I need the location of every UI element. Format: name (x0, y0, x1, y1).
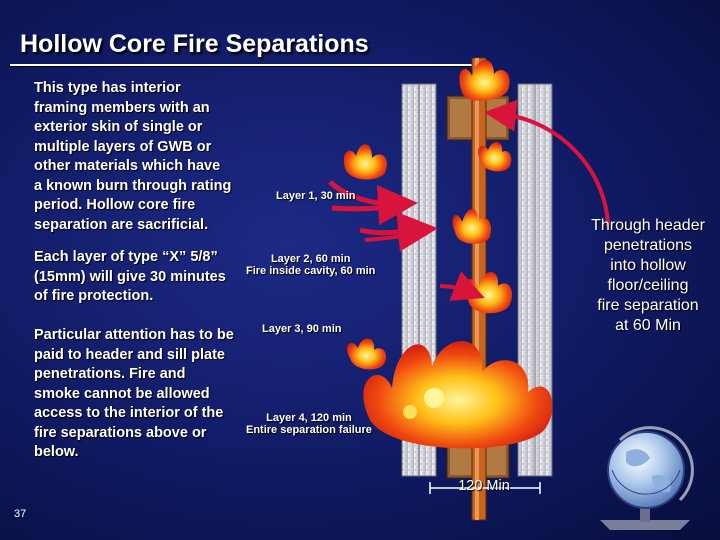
flame-icon (347, 338, 387, 370)
header-arrow-icon (484, 99, 610, 227)
title-underline (10, 64, 480, 66)
layer-paragraph: Each layer of type “X” 5/8” (15mm) will … (34, 249, 226, 304)
flame-icon (465, 272, 513, 314)
layer-4-text: Layer 4, 120 min (266, 412, 352, 424)
layer-2-label: Layer 2, 60 min Fire inside cavity, 60 m… (246, 253, 375, 277)
layer-4-label: Layer 4, 120 min Entire separation failu… (246, 412, 372, 436)
flame-arrow-icon (328, 180, 418, 226)
flame-icon (363, 341, 553, 449)
page-title: Hollow Core Fire Separations (20, 30, 369, 58)
layer-4-subtext: Entire separation failure (246, 424, 372, 436)
slide-number: 37 (14, 508, 27, 520)
layer-2-subtext: Fire inside cavity, 60 min (246, 265, 376, 277)
layer-1-text: Layer 1, 30 min (276, 190, 356, 202)
flame-arrow-icon (439, 271, 485, 301)
intro-paragraph: This type has interior framing members w… (34, 80, 232, 233)
flame-arrow-icon (359, 211, 438, 252)
layer-3-label: Layer 3, 90 min (262, 323, 342, 335)
header-penetration-note: Through header penetrations into hollow … (591, 217, 705, 334)
flame-icon (452, 209, 492, 244)
flame-icon (459, 59, 510, 101)
layer-3-text: Layer 3, 90 min (262, 323, 342, 335)
layer-1-label: Layer 1, 30 min (276, 190, 356, 202)
globe-icon (600, 426, 694, 530)
layer-2-text: Layer 2, 60 min (270, 253, 351, 265)
right-board-outer (534, 83, 553, 477)
penetration-paragraph: Particular attention has to be paid to h… (34, 327, 234, 460)
flame-icon (478, 141, 512, 172)
bottom-time-label: 120 Min (458, 478, 510, 494)
flame-icon (343, 144, 387, 180)
